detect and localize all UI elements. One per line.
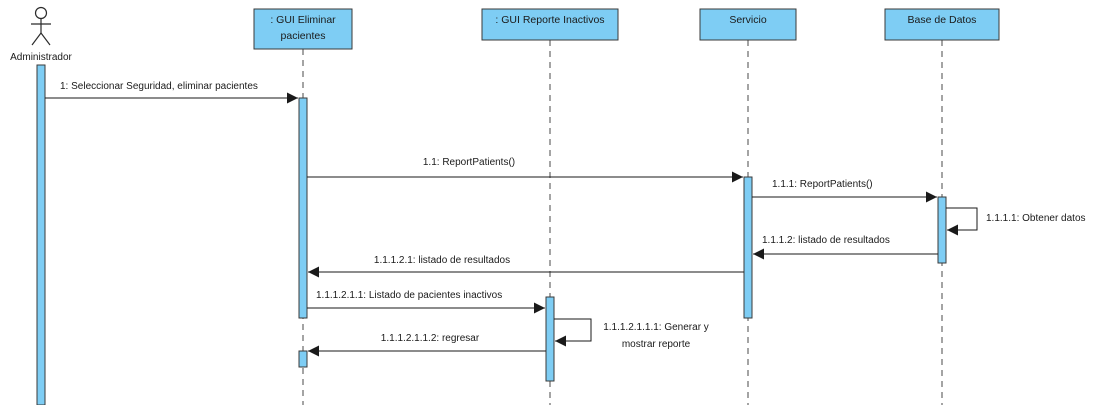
lifeline-title-servicio: Servicio <box>729 14 767 26</box>
message-1[interactable]: 1: Seleccionar Seguridad, eliminar pacie… <box>45 81 298 104</box>
message-label: 1.1.1.2: listado de resultados <box>762 235 890 246</box>
message-1-1-1-2-1-1-1[interactable]: 1.1.1.2.1.1.1: Generar y mostrar reporte <box>554 318 709 350</box>
message-1-1-1[interactable]: 1.1.1: ReportPatients() <box>752 179 937 203</box>
message-label-line2: mostrar reporte <box>622 339 691 350</box>
lifeline-title-gui-eliminar-line2: pacientes <box>281 30 326 42</box>
message-label: 1.1.1.2.1.1: Listado de pacientes inacti… <box>316 290 502 301</box>
lifeline-box-servicio[interactable]: Servicio <box>699 8 797 41</box>
lifeline-box-base-datos[interactable]: Base de Datos <box>884 8 1000 41</box>
lifeline-title-gui-eliminar: : GUI Eliminar <box>270 14 336 26</box>
message-label: 1.1.1.2.1.1.2: regresar <box>381 333 480 344</box>
actor-label: Administrador <box>10 52 72 63</box>
lifeline-box-gui-eliminar[interactable]: : GUI Eliminar pacientes <box>253 8 353 50</box>
lifeline-box-gui-reporte[interactable]: : GUI Reporte Inactivos <box>481 8 619 41</box>
message-1-1-1-2[interactable]: 1.1.1.2: listado de resultados <box>753 235 938 260</box>
message-1-1[interactable]: 1.1: ReportPatients() <box>307 157 743 183</box>
actor-figure-icon <box>31 6 51 46</box>
lifeline-title-gui-reporte: : GUI Reporte Inactivos <box>495 14 604 26</box>
activation-administrador <box>36 64 46 405</box>
message-1-1-1-1[interactable]: 1.1.1.1: Obtener datos <box>946 207 1086 236</box>
message-label-line1: 1.1.1.2.1.1.1: Generar y <box>603 322 709 333</box>
activation-servicio <box>743 176 753 319</box>
message-1-1-1-2-1-1[interactable]: 1.1.1.2.1.1: Listado de pacientes inacti… <box>307 290 545 314</box>
message-1-1-1-2-1[interactable]: 1.1.1.2.1: listado de resultados <box>308 255 744 278</box>
message-label: 1.1.1.2.1: listado de resultados <box>374 255 510 266</box>
message-label: 1.1.1: ReportPatients() <box>772 179 873 190</box>
message-1-1-1-2-1-1-2[interactable]: 1.1.1.2.1.1.2: regresar <box>308 333 546 357</box>
activation-gui-eliminar-return <box>298 350 308 368</box>
activation-gui-eliminar <box>298 97 308 319</box>
activation-base-datos <box>937 196 947 264</box>
message-label: 1: Seleccionar Seguridad, eliminar pacie… <box>60 81 258 92</box>
message-label: 1.1.1.1: Obtener datos <box>986 213 1086 224</box>
lifeline-title-base-datos: Base de Datos <box>908 14 977 26</box>
message-label: 1.1: ReportPatients() <box>423 157 515 168</box>
actor-administrador[interactable]: Administrador <box>10 6 73 64</box>
activation-gui-reporte <box>545 296 555 382</box>
